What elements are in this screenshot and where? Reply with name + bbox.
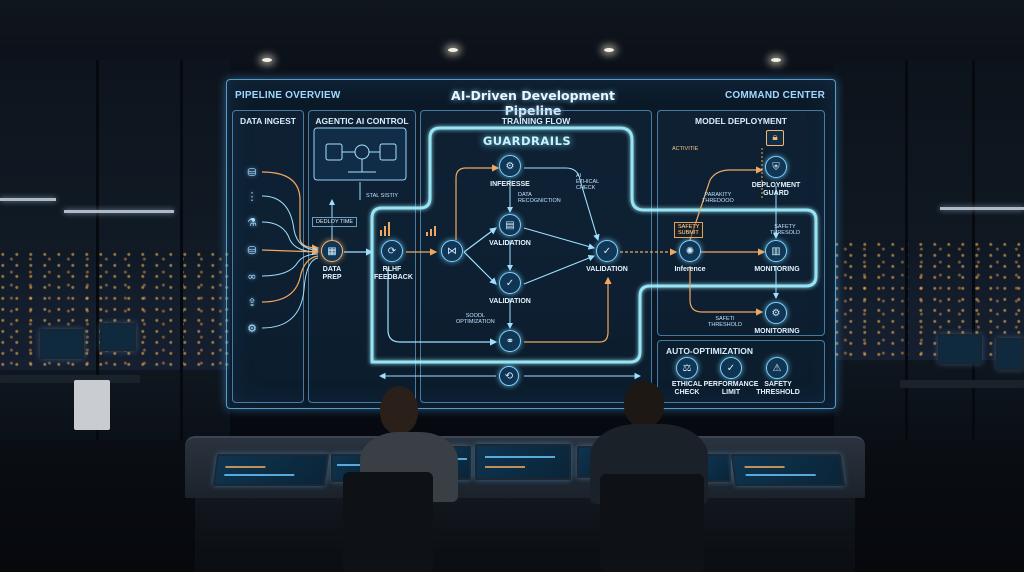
light-strip	[940, 207, 1024, 210]
guardrails-loop	[370, 126, 818, 364]
data-recognition-label: DATA RECOGNICTION	[518, 192, 561, 204]
background-monitor	[40, 329, 84, 359]
console-screen[interactable]	[475, 444, 571, 480]
auto-optimization-title: AUTO-OPTIMIZATION	[666, 346, 754, 356]
deploy-time-tag: DEDLOY TIME	[312, 217, 358, 227]
light-strip	[0, 198, 56, 201]
command-center-label[interactable]: COMMAND CENTER	[724, 90, 825, 101]
ceiling-light	[771, 58, 781, 62]
chair	[343, 472, 433, 572]
background-monitor	[938, 334, 982, 364]
network-icon[interactable]: ⋮	[246, 189, 258, 203]
window-frame	[972, 60, 975, 460]
inference-node[interactable]: ✺	[679, 240, 701, 262]
ethical-check-label: ETHICAL CHECK	[671, 381, 703, 396]
model-deployment-title: MODEL DEPLOYMENT	[695, 116, 787, 126]
safety-submit-tag[interactable]: SAFETY SUBMIT	[674, 222, 704, 238]
validation-node-2[interactable]: ✓	[499, 272, 521, 294]
ethical-check-node[interactable]: ⚖	[676, 357, 698, 379]
deployment-guard-node[interactable]: ⛨	[765, 156, 787, 178]
window-frame	[96, 60, 99, 460]
training-flow-title: TRAINING FLOW	[501, 116, 571, 126]
deployment-guard-label: DEPLOYMENT GUARD	[751, 182, 801, 197]
pipeline-overview-label[interactable]: PIPELINE OVERVIEW	[235, 90, 341, 101]
agentic-control-title: AGENTIC AI CONTROL	[315, 116, 409, 126]
monitoring-label-2: MONITORING	[754, 328, 800, 335]
stal-sistiy-label: STAL SISTIY	[366, 193, 399, 199]
validation-main-node[interactable]: ✓	[596, 240, 618, 262]
console-screen[interactable]	[730, 454, 846, 486]
background-monitor	[100, 323, 136, 351]
branch-node[interactable]: ⋈	[441, 240, 463, 262]
console-base	[195, 498, 855, 572]
mini-bar-chart	[380, 222, 436, 236]
safety-threshold-label: SAFETY THRESHOLD	[756, 381, 800, 396]
lock-icon[interactable]: 🔒︎	[766, 130, 784, 146]
control-console	[185, 436, 865, 572]
inference-top-node[interactable]: ⚙	[499, 155, 521, 177]
background-monitor	[996, 338, 1024, 370]
city-lights	[834, 240, 1024, 360]
inference-label: Inference	[674, 266, 706, 273]
optimization-node[interactable]: ⚭	[499, 330, 521, 352]
rlhf-feedback-label: RLHF FEEDBACK	[374, 266, 413, 281]
model-optimization-label: SOODL OPTIMIZATION	[456, 313, 495, 325]
background-cabinet	[74, 380, 110, 430]
loop-node[interactable]: ⟲	[499, 366, 519, 386]
guardrails-label: GUARDRAILS	[482, 134, 572, 148]
flask-icon[interactable]: ⚗	[247, 215, 257, 229]
link-icon[interactable]: ∞	[247, 269, 257, 283]
window-frame	[905, 60, 908, 460]
data-prep-node[interactable]: ▦	[321, 240, 343, 262]
safeti-threshold-label: SAFETI THRESHOLD	[708, 316, 742, 328]
ethical-check-small-label: AI ETHICAL CHECK	[576, 173, 600, 191]
agentic-control-diagram	[313, 127, 407, 181]
validation-label-2: VALIDATION	[489, 298, 531, 305]
monitoring-node-2[interactable]: ⚙	[765, 302, 787, 324]
safety-threshold-node[interactable]: ⚠	[766, 357, 788, 379]
performance-limit-label: PERFORMANCE LIMIT	[703, 381, 759, 396]
rlhf-feedback-node[interactable]: ⟳	[381, 240, 403, 262]
inference-top-label: INFERESSE	[490, 181, 530, 188]
console-screen[interactable]	[212, 454, 330, 486]
data-ingest-panel: DATA INGEST	[232, 110, 304, 403]
settings-icon[interactable]: ⚙	[247, 321, 257, 335]
parakity-threshold-label: PARAKITY THREDOOO	[702, 192, 734, 204]
upload-icon[interactable]: ⇪	[247, 295, 257, 309]
background-desk	[0, 375, 140, 383]
data-ingest-title: DATA INGEST	[239, 116, 297, 126]
validation-node-1[interactable]: ▤	[499, 214, 521, 236]
window-frame	[180, 60, 183, 450]
database-icon[interactable]: ⛁	[247, 243, 257, 257]
validation-main-label: VALIDATION	[586, 266, 628, 273]
validation-label-1: VALIDATION	[489, 240, 531, 247]
woman-head	[380, 386, 418, 434]
light-strip	[64, 210, 174, 213]
monitoring-node-1[interactable]: ▥	[765, 240, 787, 262]
performance-limit-node[interactable]: ✓	[720, 357, 742, 379]
data-prep-label: DATA PREP	[322, 266, 342, 281]
ceiling-light	[604, 48, 614, 52]
ceiling-light	[448, 48, 458, 52]
database-icon[interactable]: ⛁	[247, 165, 257, 179]
activitie-label: ACTIVITIE	[672, 146, 699, 152]
chair	[600, 474, 704, 572]
man-head	[624, 381, 664, 427]
background-desk	[900, 380, 1024, 388]
ceiling-light	[262, 58, 272, 62]
safety-threshold-small-label: SAFETY THRESOLD	[770, 224, 800, 236]
monitoring-label-1: MONITORING	[754, 266, 800, 273]
